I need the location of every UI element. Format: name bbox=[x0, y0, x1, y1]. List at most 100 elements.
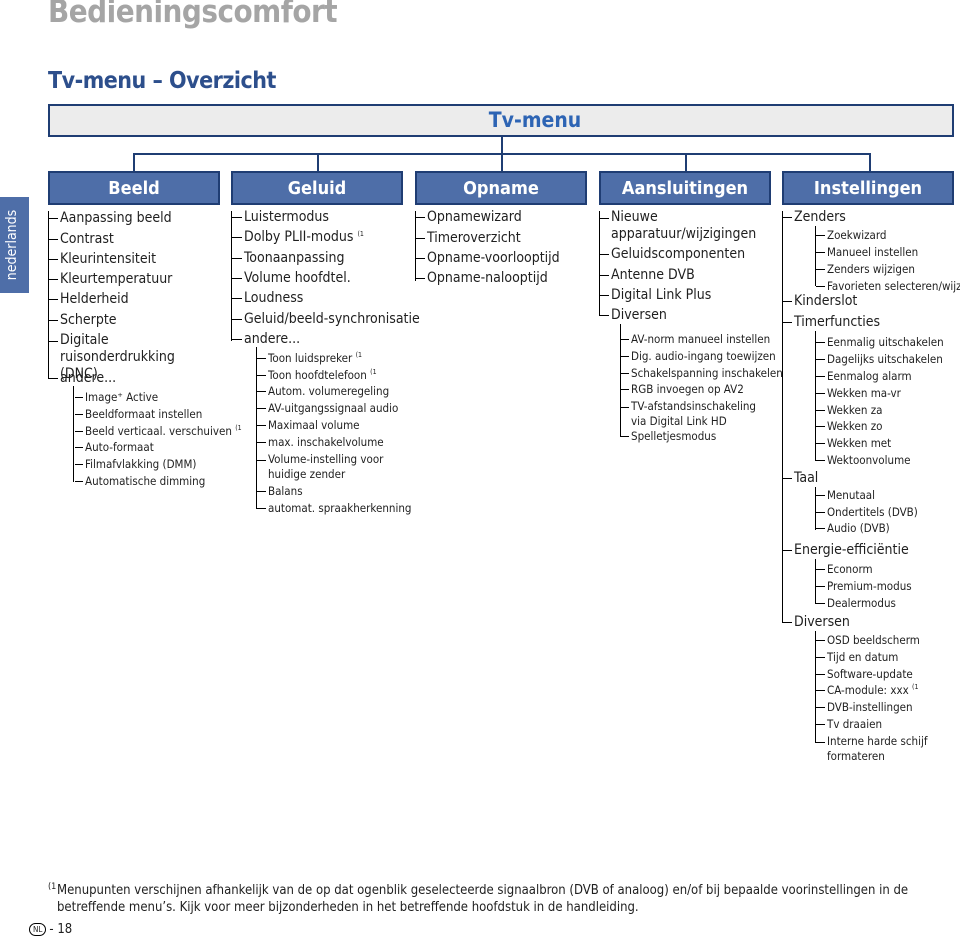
language-side-tab bbox=[0, 197, 29, 293]
column-header-beeld: Beeld bbox=[48, 171, 220, 205]
menu-subitem-eenmalig-uitschakelen[interactable]: Eenmalig uitschakelen bbox=[816, 335, 944, 349]
menu-subitem-dagelijks-uitschakelen[interactable]: Dagelijks uitschakelen bbox=[816, 352, 943, 366]
menu-item-geluidscomponenten[interactable]: Geluidscomponenten bbox=[599, 246, 745, 262]
menu-subitem-manueel-instellen[interactable]: Manueel instellen bbox=[816, 245, 918, 259]
menu-item-taal[interactable]: Taal bbox=[782, 470, 818, 486]
tree-line-taal bbox=[815, 487, 816, 530]
menu-item-aanpassing-beeld[interactable]: Aanpassing beeld bbox=[48, 210, 172, 226]
tree-line-geluid-andere bbox=[256, 347, 257, 509]
menu-subitem-volume-instelling[interactable]: Volume-instelling voor huidige zender bbox=[257, 452, 388, 482]
menu-subitem-tijd-en-datum[interactable]: Tijd en datum bbox=[816, 650, 898, 664]
menu-subitem-av-uitgangssignaal[interactable]: AV-uitgangssignaal audio bbox=[257, 401, 398, 415]
connector-beeld bbox=[133, 153, 135, 171]
menu-subitem-automatische-dimming[interactable]: Automatische dimming bbox=[75, 474, 205, 488]
menu-subitem-menutaal[interactable]: Menutaal bbox=[816, 488, 875, 502]
menu-subitem-spraakherkenning[interactable]: automat. spraakherkenning bbox=[257, 501, 411, 515]
menu-item-kinderslot[interactable]: Kinderslot bbox=[782, 293, 857, 309]
menu-subitem-wekken-ma-vr[interactable]: Wekken ma-vr bbox=[816, 386, 901, 400]
menu-subitem-max-inschakelvolume[interactable]: max. inschakelvolume bbox=[257, 435, 384, 449]
menu-item-zenders[interactable]: Zenders bbox=[782, 209, 846, 225]
menu-subitem-filmafvlakking[interactable]: Filmafvlakking (DMM) bbox=[75, 457, 196, 471]
menu-item-opname-nalooptijd[interactable]: Opname-nalooptijd bbox=[415, 270, 548, 286]
menu-item-dnc[interactable]: Digitale ruisonderdrukking (DNC) bbox=[48, 332, 210, 383]
menu-item-volume-hoofdtel[interactable]: Volume hoofdtel. bbox=[232, 270, 351, 286]
menu-item-opname-voorlooptijd[interactable]: Opname-voorlooptijd bbox=[415, 250, 560, 266]
column-header-opname: Opname bbox=[415, 171, 587, 205]
menu-subitem-zenders-wijzigen[interactable]: Zenders wijzigen bbox=[816, 262, 915, 276]
menu-item-antenne-dvb[interactable]: Antenne DVB bbox=[599, 267, 695, 283]
menu-subitem-toon-luidspreker[interactable]: Toon luidspreker (1 bbox=[257, 351, 362, 365]
menu-subitem-toon-hoofdtelefoon[interactable]: Toon hoofdtelefoon (1 bbox=[257, 368, 377, 382]
menu-item-geluid-beeld-sync[interactable]: Geluid/beeld-synchronisatie bbox=[232, 311, 420, 327]
tree-line-aansluitingen bbox=[599, 211, 600, 316]
menu-subitem-premium-modus[interactable]: Premium-modus bbox=[816, 579, 912, 593]
menu-subitem-beeld-verticaal[interactable]: Beeld verticaal. verschuiven (1 bbox=[75, 424, 242, 438]
menu-subitem-tv-afstandsinschakeling[interactable]: TV-afstandsinschakeling via Digital Link… bbox=[620, 399, 761, 429]
menu-subitem-wektoonvolume[interactable]: Wektoonvolume bbox=[816, 453, 911, 467]
footnote-marker: (1 bbox=[48, 882, 57, 892]
menu-subitem-econorm[interactable]: Econorm bbox=[816, 562, 873, 576]
menu-subitem-balans[interactable]: Balans bbox=[257, 484, 303, 498]
menu-item-kleurtemperatuur[interactable]: Kleurtemperatuur bbox=[48, 271, 172, 287]
menu-item-diversen[interactable]: Diversen bbox=[599, 307, 667, 323]
menu-item-toonaanpassing[interactable]: Toonaanpassing bbox=[232, 250, 344, 266]
menu-item-timerfuncties[interactable]: Timerfuncties bbox=[782, 314, 880, 330]
menu-subitem-zoekwizard[interactable]: Zoekwizard bbox=[816, 228, 887, 242]
menu-subitem-favorieten[interactable]: Favorieten selecteren/wijzigen bbox=[816, 279, 960, 293]
menu-subitem-eenmalog-alarm[interactable]: Eenmalog alarm bbox=[816, 369, 912, 383]
menu-subitem-spelletjesmodus[interactable]: Spelletjesmodus bbox=[620, 429, 716, 443]
menu-item-energie-efficientie[interactable]: Energie-efficiëntie bbox=[782, 542, 909, 558]
menu-subitem-dvb-instellingen[interactable]: DVB-instellingen bbox=[816, 700, 913, 714]
menu-subitem-beeldformaat[interactable]: Beeldformaat instellen bbox=[75, 407, 202, 421]
menu-subitem-audio-dvb[interactable]: Audio (DVB) bbox=[816, 521, 890, 535]
menu-item-kleurintensiteit[interactable]: Kleurintensiteit bbox=[48, 251, 156, 267]
menu-item-andere[interactable]: andere... bbox=[232, 331, 300, 347]
menu-subitem-ondertitels[interactable]: Ondertitels (DVB) bbox=[816, 505, 918, 519]
menu-subitem-tv-draaien[interactable]: Tv draaien bbox=[816, 717, 882, 731]
menu-subitem-autom-volumeregeling[interactable]: Autom. volumeregeling bbox=[257, 384, 389, 398]
menu-item-helderheid[interactable]: Helderheid bbox=[48, 291, 129, 307]
menu-item-dolby-plii[interactable]: Dolby PLII-modus (1 bbox=[232, 229, 364, 245]
section-title: Tv-menu – Overzicht bbox=[48, 68, 276, 94]
menu-subitem-dealermodus[interactable]: Dealermodus bbox=[816, 596, 896, 610]
menu-subitem-rgb-invoegen[interactable]: RGB invoegen op AV2 bbox=[620, 382, 744, 396]
menu-item-opnamewizard[interactable]: Opnamewizard bbox=[415, 209, 522, 225]
menu-item-luistermodus[interactable]: Luistermodus bbox=[232, 209, 329, 225]
page-title: Bedieningscomfort bbox=[48, 0, 338, 30]
menu-subitem-maximaal-volume[interactable]: Maximaal volume bbox=[257, 418, 360, 432]
column-header-aansluitingen: Aansluitingen bbox=[599, 171, 771, 205]
menu-subitem-wekken-za[interactable]: Wekken za bbox=[816, 403, 882, 417]
menu-item-loudness[interactable]: Loudness bbox=[232, 290, 303, 306]
menu-item-scherpte[interactable]: Scherpte bbox=[48, 312, 117, 328]
menu-subitem-wekken-zo[interactable]: Wekken zo bbox=[816, 419, 882, 433]
menu-item-digital-link-plus[interactable]: Digital Link Plus bbox=[599, 287, 711, 303]
tree-line-beeld-andere bbox=[73, 386, 74, 482]
tree-line-instellingen-diversen bbox=[815, 631, 816, 743]
menu-subitem-schakelspanning[interactable]: Schakelspanning inschakelen bbox=[620, 366, 783, 380]
column-header-geluid: Geluid bbox=[231, 171, 403, 205]
tv-menu-title: Tv-menu bbox=[488, 108, 582, 132]
menu-subitem-dig-audio-ingang[interactable]: Dig. audio-ingang toewijzen bbox=[620, 349, 776, 363]
menu-subitem-wekken-met[interactable]: Wekken met bbox=[816, 436, 891, 450]
menu-subitem-ca-module[interactable]: CA-module: xxx (1 bbox=[816, 683, 918, 697]
tree-line-instellingen bbox=[782, 211, 783, 623]
tree-line-zenders bbox=[815, 226, 816, 286]
menu-subitem-av-norm[interactable]: AV-norm manueel instellen bbox=[620, 332, 770, 346]
column-header-instellingen: Instellingen bbox=[782, 171, 954, 205]
menu-subitem-software-update[interactable]: Software-update bbox=[816, 667, 913, 681]
tree-line-beeld bbox=[48, 211, 49, 378]
language-badge-icon: NL bbox=[29, 923, 47, 936]
menu-item-andere[interactable]: andere... bbox=[48, 370, 116, 386]
page-number: NL- 18 bbox=[29, 922, 72, 937]
menu-subitem-harde-schijf-formateren[interactable]: Interne harde schijf formateren bbox=[816, 734, 937, 764]
menu-item-diversen[interactable]: Diversen bbox=[782, 614, 850, 630]
menu-subitem-osd-beeldscherm[interactable]: OSD beeldscherm bbox=[816, 633, 920, 647]
menu-item-nieuwe-apparatuur[interactable]: Nieuwe apparatuur/wijzigingen bbox=[599, 209, 756, 243]
menu-subitem-image-active[interactable]: Image⁺ Active bbox=[75, 390, 158, 404]
menu-item-contrast[interactable]: Contrast bbox=[48, 231, 114, 247]
tree-line-opname bbox=[415, 211, 416, 281]
menu-item-timeroverzicht[interactable]: Timeroverzicht bbox=[415, 230, 521, 246]
connector-aansluitingen bbox=[685, 153, 687, 171]
connector-geluid bbox=[317, 153, 319, 171]
menu-subitem-auto-formaat[interactable]: Auto-formaat bbox=[75, 440, 154, 454]
